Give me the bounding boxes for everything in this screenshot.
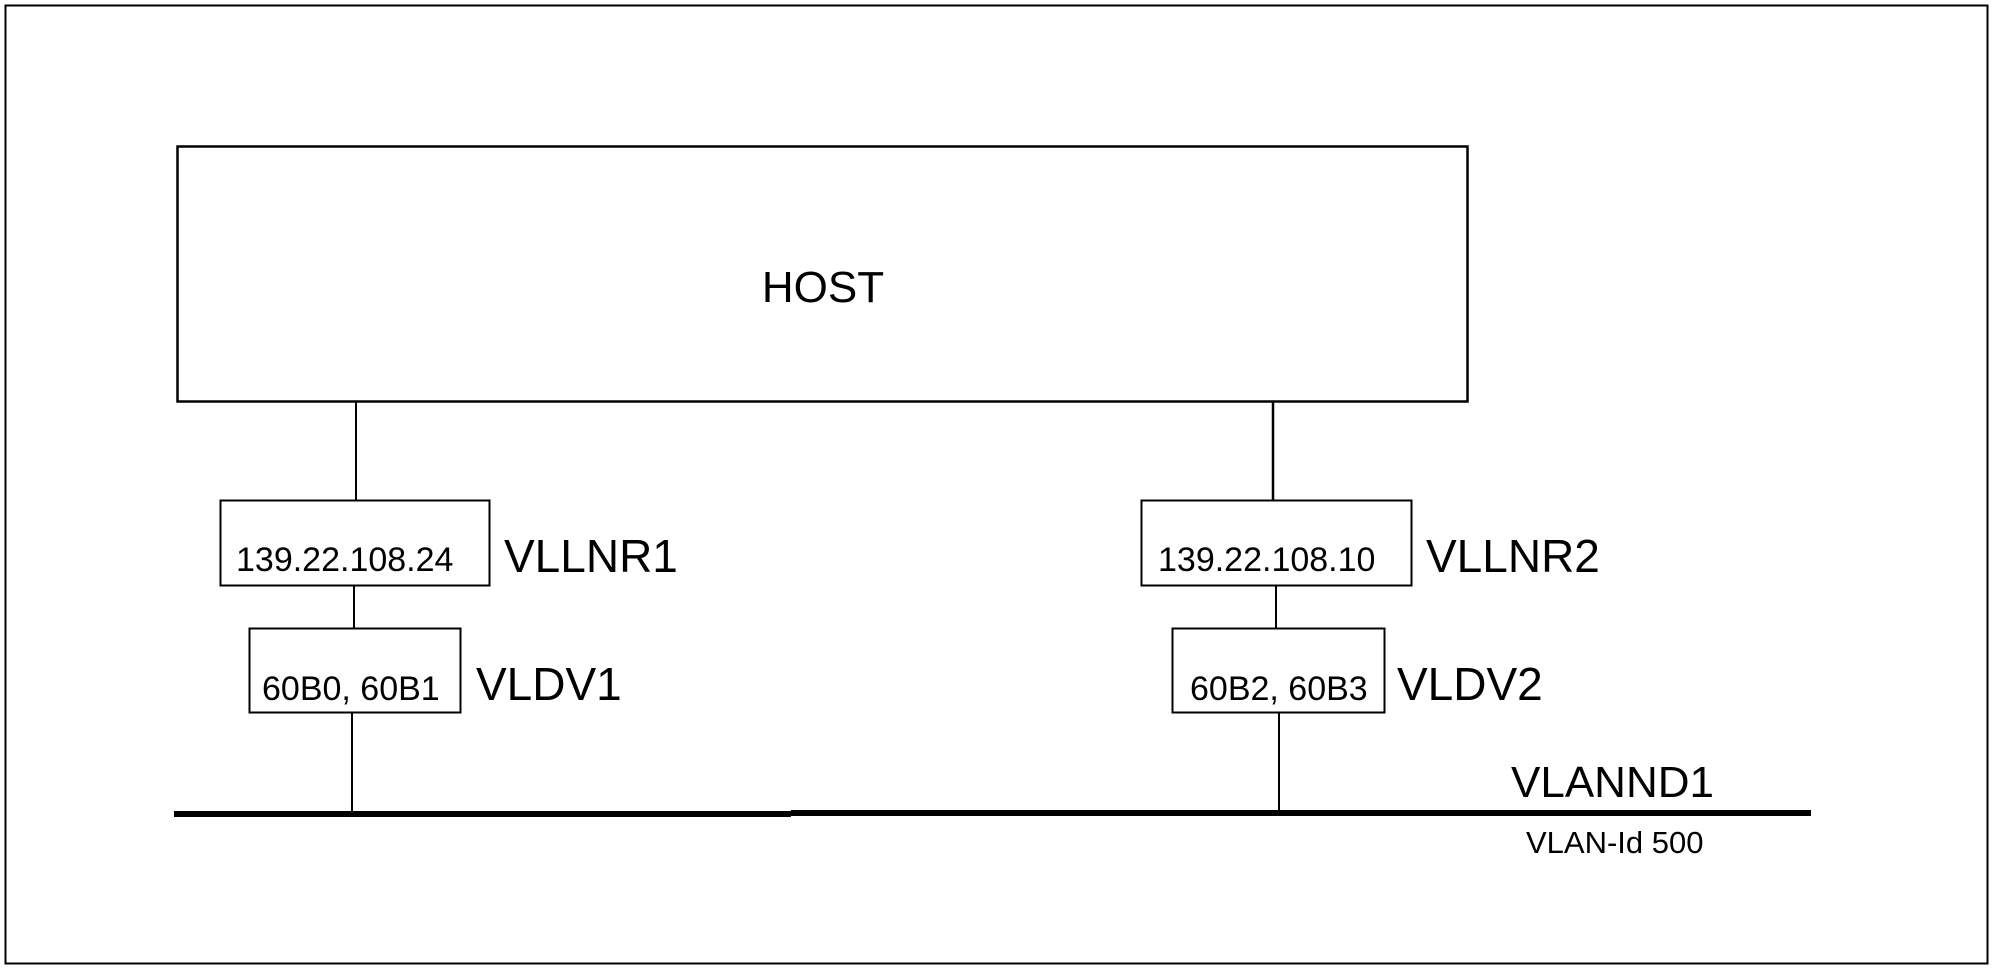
vllnr1-box <box>219 499 491 587</box>
network-name-label: VLANND1 <box>1511 758 1714 807</box>
network-bus-left <box>174 811 791 817</box>
vllnr2-ip: 139.22.108.10 <box>1158 541 1375 579</box>
network-bus-right <box>791 810 1811 816</box>
vldv2-box <box>1171 627 1386 714</box>
vldv2-addresses: 60B2, 60B3 <box>1190 670 1368 708</box>
host-label: HOST <box>762 263 884 312</box>
vldv1-addresses: 60B0, 60B1 <box>262 670 440 708</box>
vllnr1-ip: 139.22.108.24 <box>236 541 453 579</box>
vllnr1-label: VLLNR1 <box>504 530 678 582</box>
diagram-frame <box>4 4 1989 965</box>
vldv1-label: VLDV1 <box>476 658 622 710</box>
vllnr2-label: VLLNR2 <box>1426 530 1600 582</box>
vlan-id-label: VLAN-Id 500 <box>1526 825 1704 860</box>
vllnr2-box <box>1140 499 1413 587</box>
host-box <box>176 145 1469 403</box>
vldv2-label: VLDV2 <box>1397 658 1543 710</box>
vldv1-box <box>248 627 462 714</box>
